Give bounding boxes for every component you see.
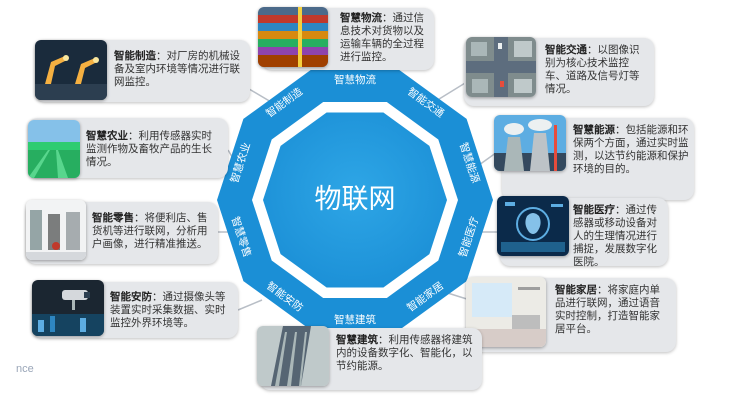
card-title: 智慧能源 [573, 124, 615, 136]
card-colon: ： [597, 284, 608, 296]
card-title: 智慧建筑 [336, 334, 378, 346]
living-room-image [466, 277, 546, 347]
card-title: 智能家居 [555, 284, 597, 296]
city-intersection-image [466, 37, 536, 97]
card-colon: ： [615, 124, 626, 136]
security-camera-image [32, 280, 104, 336]
power-plant-image [494, 115, 566, 171]
card-description: 智慧物流：通过信息技术对货物以及运输车辆的全过程进行监控。 [340, 12, 432, 64]
card-colon: ： [156, 50, 167, 62]
card-colon: ： [152, 291, 163, 303]
card-title: 智慧物流 [340, 12, 382, 24]
robot-arms-image [35, 40, 107, 100]
ring-label: 智慧物流 [334, 73, 376, 86]
card-text: 通过摄像头等装置实时采集数据、实时监控外界环境等。 [110, 291, 226, 329]
card-description: 智慧能源：包括能源和环保两个方面，通过实时监测，以达节约能源和保护环境的目的。 [573, 124, 689, 176]
card-text: 通过传感器或移动设备对人的生理情况进行捕捉，发展数字化医院。 [573, 204, 657, 268]
decagon-ring [217, 68, 493, 332]
card-colon: ： [587, 44, 598, 56]
retail-store-image [26, 200, 86, 260]
card-description: 智能制造：对厂房的机械设备及室内环境等情况进行联网监控。 [114, 50, 242, 89]
connector-security [237, 299, 263, 311]
center-title: 物联网 [315, 184, 396, 215]
card-colon: ： [382, 12, 393, 24]
card-text: 利用传感器将建筑内的设备数字化、智能化，以节约能源。 [336, 334, 473, 372]
card-text: 将家庭内单品进行联网，通过语音实时控制，打造智能家居平台。 [555, 284, 660, 335]
card-text: 将便利店、售货机等进行联网，分析用户画像，进行精准推送。 [92, 212, 208, 250]
card-description: 智慧农业：利用传感器实时监测作物及畜牧产品的生长情况。 [86, 130, 222, 169]
card-title: 智能制造 [114, 50, 156, 62]
card-text: 以图像识别为核心技术监控车、道路及信号灯等情况。 [545, 44, 640, 95]
medical-hologram-image [497, 196, 569, 256]
card-text: 包括能源和环保两个方面，通过实时监测，以达节约能源和保护环境的目的。 [573, 124, 689, 175]
card-title: 智能医疗 [573, 204, 615, 216]
inner-decagon [263, 112, 447, 288]
card-text: 通过信息技术对货物以及运输车辆的全过程进行监控。 [340, 12, 424, 63]
green-field-image [28, 120, 80, 178]
card-title: 智能安防 [110, 291, 152, 303]
ring-label: 智慧建筑 [334, 313, 376, 326]
card-title: 智能零售 [92, 212, 134, 224]
skyscraper-image [257, 326, 329, 386]
card-description: 智能安防：通过摄像头等装置实时采集数据、实时监控外界环境等。 [110, 291, 232, 330]
card-title: 智能交通 [545, 44, 587, 56]
card-colon: ： [134, 212, 145, 224]
shipping-containers-image [258, 7, 328, 67]
card-description: 智能交通：以图像识别为核心技术监控车、道路及信号灯等情况。 [545, 44, 649, 96]
card-title: 智慧农业 [86, 130, 128, 142]
card-description: 智能零售：将便利店、售货机等进行联网，分析用户画像，进行精准推送。 [92, 212, 212, 251]
watermark-text: nce [16, 363, 34, 375]
card-colon: ： [128, 130, 139, 142]
card-text: 对厂房的机械设备及室内环境等情况进行联网监控。 [114, 50, 240, 88]
card-text: 利用传感器实时监测作物及畜牧产品的生长情况。 [86, 130, 212, 168]
card-description: 智慧建筑：利用传感器将建筑内的设备数字化、智能化，以节约能源。 [336, 334, 476, 373]
card-description: 智能医疗：通过传感器或移动设备对人的生理情况进行捕捉，发展数字化医院。 [573, 204, 665, 269]
card-description: 智能家居：将家庭内单品进行联网，通过语音实时控制，打造智能家居平台。 [555, 284, 667, 336]
card-colon: ： [378, 334, 389, 346]
card-colon: ： [615, 204, 626, 216]
